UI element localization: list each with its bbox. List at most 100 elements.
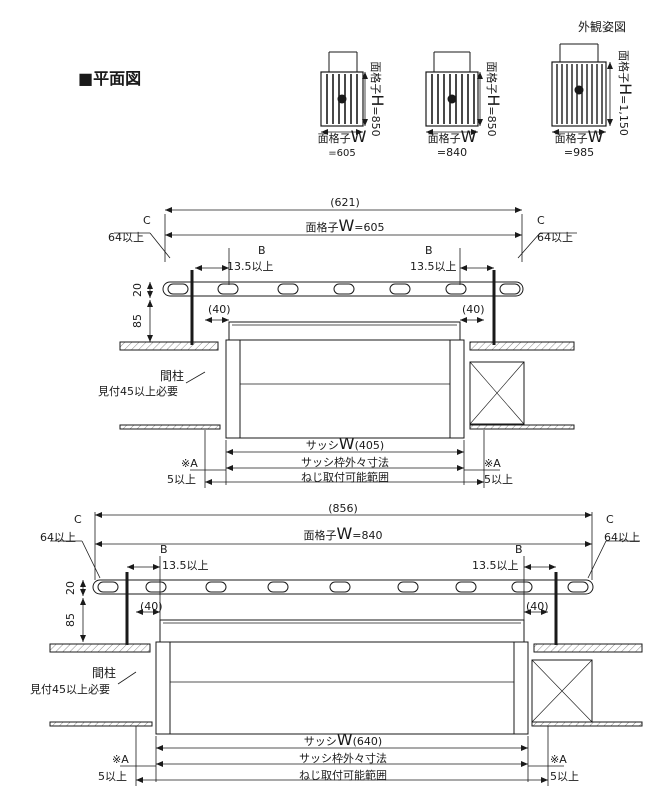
- overall-width: (621): [330, 196, 360, 209]
- wall: [49, 643, 643, 727]
- sash: [225, 321, 465, 439]
- ornament: [447, 94, 457, 104]
- dim-20: 20: [64, 581, 77, 595]
- inner-board-right: [531, 721, 643, 727]
- c-right-value: 64以上: [537, 231, 573, 244]
- grille-bars: [431, 74, 475, 124]
- wall-right: [533, 643, 643, 653]
- w-dim-value: =840: [437, 146, 467, 159]
- header: ■平面図 外観姿図: [78, 20, 626, 88]
- c-left-value: 64以上: [108, 231, 144, 244]
- w-dim-value: =605: [328, 148, 355, 159]
- sash-right-frame: [449, 339, 465, 439]
- post-label: 間柱: [160, 368, 184, 383]
- sash-left-frame: [225, 339, 241, 439]
- h-dim-label: 面格子H=850: [484, 61, 503, 136]
- c-left-value: 64以上: [40, 531, 76, 544]
- b-right-label: B: [425, 244, 433, 257]
- sash: [155, 619, 529, 735]
- hood: [328, 51, 358, 72]
- dim-20: 20: [131, 283, 144, 297]
- plan-840-labels: (856) 面格子W=840 C 64以上 C 64以上 B 13.5以上 B …: [30, 502, 640, 783]
- stud-cross: [469, 361, 525, 425]
- sash-top: [159, 619, 525, 643]
- a-left-value: 5以上: [167, 473, 196, 486]
- stud-box: [469, 361, 525, 425]
- inner-board-left: [119, 424, 221, 430]
- post-label: 間柱: [92, 665, 116, 680]
- b-left-value: 13.5以上: [162, 559, 209, 572]
- w-dim-label: 面格子W: [555, 127, 604, 146]
- elevation-840-labels: 面格子H=850 面格子W =840: [428, 61, 503, 159]
- w-dim-label: 面格子W: [318, 127, 367, 146]
- dim-40-left-label: (40): [208, 303, 231, 316]
- a-right-label: ※A: [550, 753, 567, 766]
- elevation-985-labels: 面格子H=1,150 面格子W =985: [555, 50, 635, 159]
- dim-40-right-label: (40): [526, 600, 549, 613]
- elevation-840: [425, 51, 483, 135]
- sash-right-frame: [513, 641, 529, 735]
- b-right-label: B: [515, 543, 523, 556]
- mount-brackets: [125, 572, 558, 645]
- c-right-label: C: [606, 513, 614, 526]
- post-leader: [117, 671, 137, 685]
- c-right-label: C: [537, 214, 545, 227]
- elevation-985: [551, 43, 613, 135]
- b-left-value: 13.5以上: [227, 260, 274, 273]
- elevation-605: [320, 51, 368, 135]
- a-left-value: 5以上: [98, 770, 127, 783]
- b-left-label: B: [160, 543, 168, 556]
- overall-width: (856): [328, 502, 358, 515]
- stud-cross: [531, 659, 593, 723]
- inner-board-left: [49, 721, 153, 727]
- screw-range: ねじ取付可能範囲: [301, 470, 389, 484]
- a-right-value: 5以上: [484, 473, 513, 486]
- w-dim-value: =985: [564, 146, 594, 159]
- elevation-605-labels: 面格子H=850 面格子W =605: [318, 61, 387, 159]
- a-right-value: 5以上: [550, 770, 579, 783]
- sash-width: サッシW(405): [306, 434, 384, 453]
- mount-brackets: [190, 270, 496, 345]
- hood: [559, 43, 599, 62]
- wall-left: [119, 341, 219, 351]
- c-right-leader: [587, 540, 607, 579]
- ornament: [574, 85, 584, 95]
- grille-rail: [162, 281, 524, 297]
- h-dim-label: 面格子H=850: [368, 61, 387, 136]
- plan-605: (621) 面格子W=605 C 64以上 C 64以上 B 13.5以上 B …: [98, 196, 577, 488]
- sash-outer: サッシ枠外々寸法: [299, 751, 387, 765]
- sash-outer: サッシ枠外々寸法: [301, 455, 389, 469]
- appearance-label: 外観姿図: [578, 20, 626, 34]
- b-right-value: 13.5以上: [410, 260, 457, 273]
- sash-left-frame: [155, 641, 171, 735]
- w-dim-label: 面格子W: [428, 127, 477, 146]
- page-title: ■平面図: [78, 69, 141, 88]
- b-left-label: B: [258, 244, 266, 257]
- post-note: 見付45以上必要: [30, 683, 110, 696]
- grille-width: 面格子W=840: [303, 524, 382, 543]
- post-leader: [185, 371, 206, 384]
- c-left-label: C: [143, 214, 151, 227]
- h-dim-label: 面格子H=1,150: [616, 50, 635, 136]
- hood: [433, 51, 471, 72]
- a-left-label: ※A: [181, 457, 198, 470]
- ornament: [337, 94, 347, 104]
- c-right-value: 64以上: [604, 531, 640, 544]
- wall-left: [49, 643, 151, 653]
- wall: [119, 341, 575, 430]
- c-right-leader: [517, 232, 541, 259]
- screw-range: ねじ取付可能範囲: [299, 768, 387, 782]
- grille-bars: [326, 74, 358, 124]
- plan-605-labels: (621) 面格子W=605 C 64以上 C 64以上 B 13.5以上 B …: [98, 196, 573, 486]
- inner-board-right: [469, 424, 575, 430]
- dim-40-left-label: (40): [140, 600, 163, 613]
- b-right-value: 13.5以上: [472, 559, 519, 572]
- dim-40-right-label: (40): [462, 303, 485, 316]
- a-left-label: ※A: [112, 753, 129, 766]
- sash-top: [228, 321, 461, 341]
- dim-85: 85: [131, 314, 144, 328]
- dim-85: 85: [64, 613, 77, 627]
- a-right-label: ※A: [484, 457, 501, 470]
- grille-rail: [92, 579, 594, 595]
